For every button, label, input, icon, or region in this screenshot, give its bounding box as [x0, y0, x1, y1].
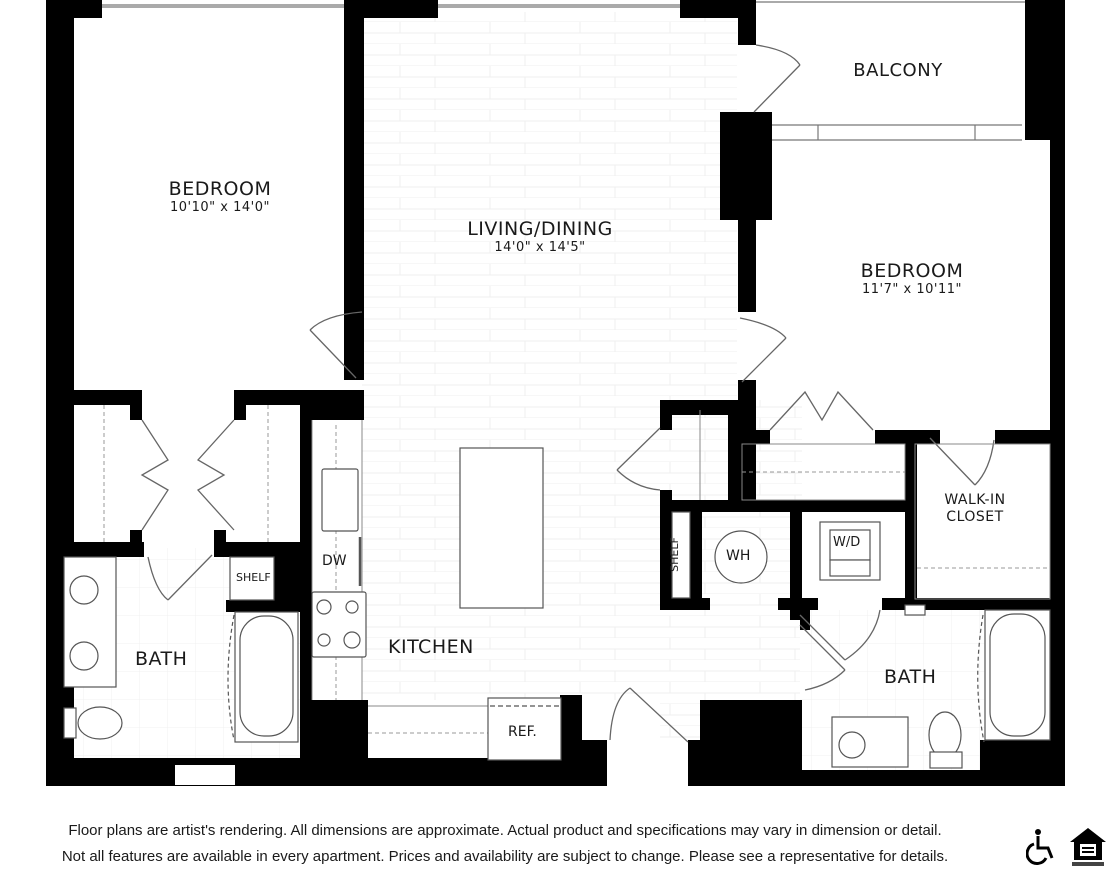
room-bedroom-left: BEDROOM 10'10" x 14'0" — [130, 178, 310, 215]
bath-right-fixtures — [831, 609, 1051, 769]
equal-housing-icon — [1070, 828, 1106, 866]
disclaimer: Floor plans are artist's rendering. All … — [0, 818, 1010, 870]
disclaimer-line-1: Floor plans are artist's rendering. All … — [68, 822, 942, 839]
floor-plan: BEDROOM 10'10" x 14'0" LIVING/DINING 14'… — [46, 0, 1065, 786]
utility-fixtures — [671, 511, 926, 616]
room-dimensions: 11'7" x 10'11" — [862, 282, 962, 297]
dishwasher-label: DW — [322, 553, 347, 569]
room-living-dining: LIVING/DINING 14'0" x 14'5" — [440, 218, 640, 255]
room-bath-left: BATH — [135, 648, 188, 670]
room-kitchen: KITCHEN — [388, 636, 474, 658]
room-balcony: BALCONY — [838, 60, 958, 82]
water-heater-label: WH — [726, 548, 751, 564]
accessibility-icon — [1025, 829, 1054, 866]
living-floor — [362, 12, 737, 402]
compliance-icons — [1025, 826, 1115, 868]
kitchen-sink — [321, 468, 359, 532]
room-name-line2: CLOSET — [946, 509, 1004, 525]
washer-dryer-label: W/D — [833, 535, 861, 550]
room-name: BEDROOM — [168, 178, 272, 200]
hall-shelf-label: SHELF — [667, 537, 681, 572]
doors — [140, 44, 995, 743]
floor-plan-drawing — [46, 0, 1065, 786]
range — [311, 591, 367, 658]
room-name-line1: WALK-IN — [944, 492, 1006, 508]
room-dimensions: 14'0" x 14'5" — [494, 240, 586, 255]
windows — [102, 1, 1025, 141]
room-name: BEDROOM — [860, 260, 964, 282]
kitchen-island — [459, 447, 544, 609]
room-walk-in-closet: WALK-IN CLOSET — [920, 492, 1030, 526]
room-dimensions: 10'10" x 14'0" — [170, 200, 270, 215]
bath-left-fixtures — [63, 556, 299, 743]
room-bedroom-right: BEDROOM 11'7" x 10'11" — [822, 260, 1002, 297]
room-name: BALCONY — [853, 60, 943, 81]
refrigerator-label: REF. — [508, 724, 537, 740]
bath-shelf-label: SHELF — [236, 571, 271, 584]
refrigerator — [487, 697, 562, 761]
disclaimer-line-2: Not all features are available in every … — [61, 848, 949, 865]
room-name: LIVING/DINING — [467, 218, 613, 240]
kitchen-fixtures — [311, 447, 562, 761]
room-bath-right: BATH — [884, 666, 937, 688]
